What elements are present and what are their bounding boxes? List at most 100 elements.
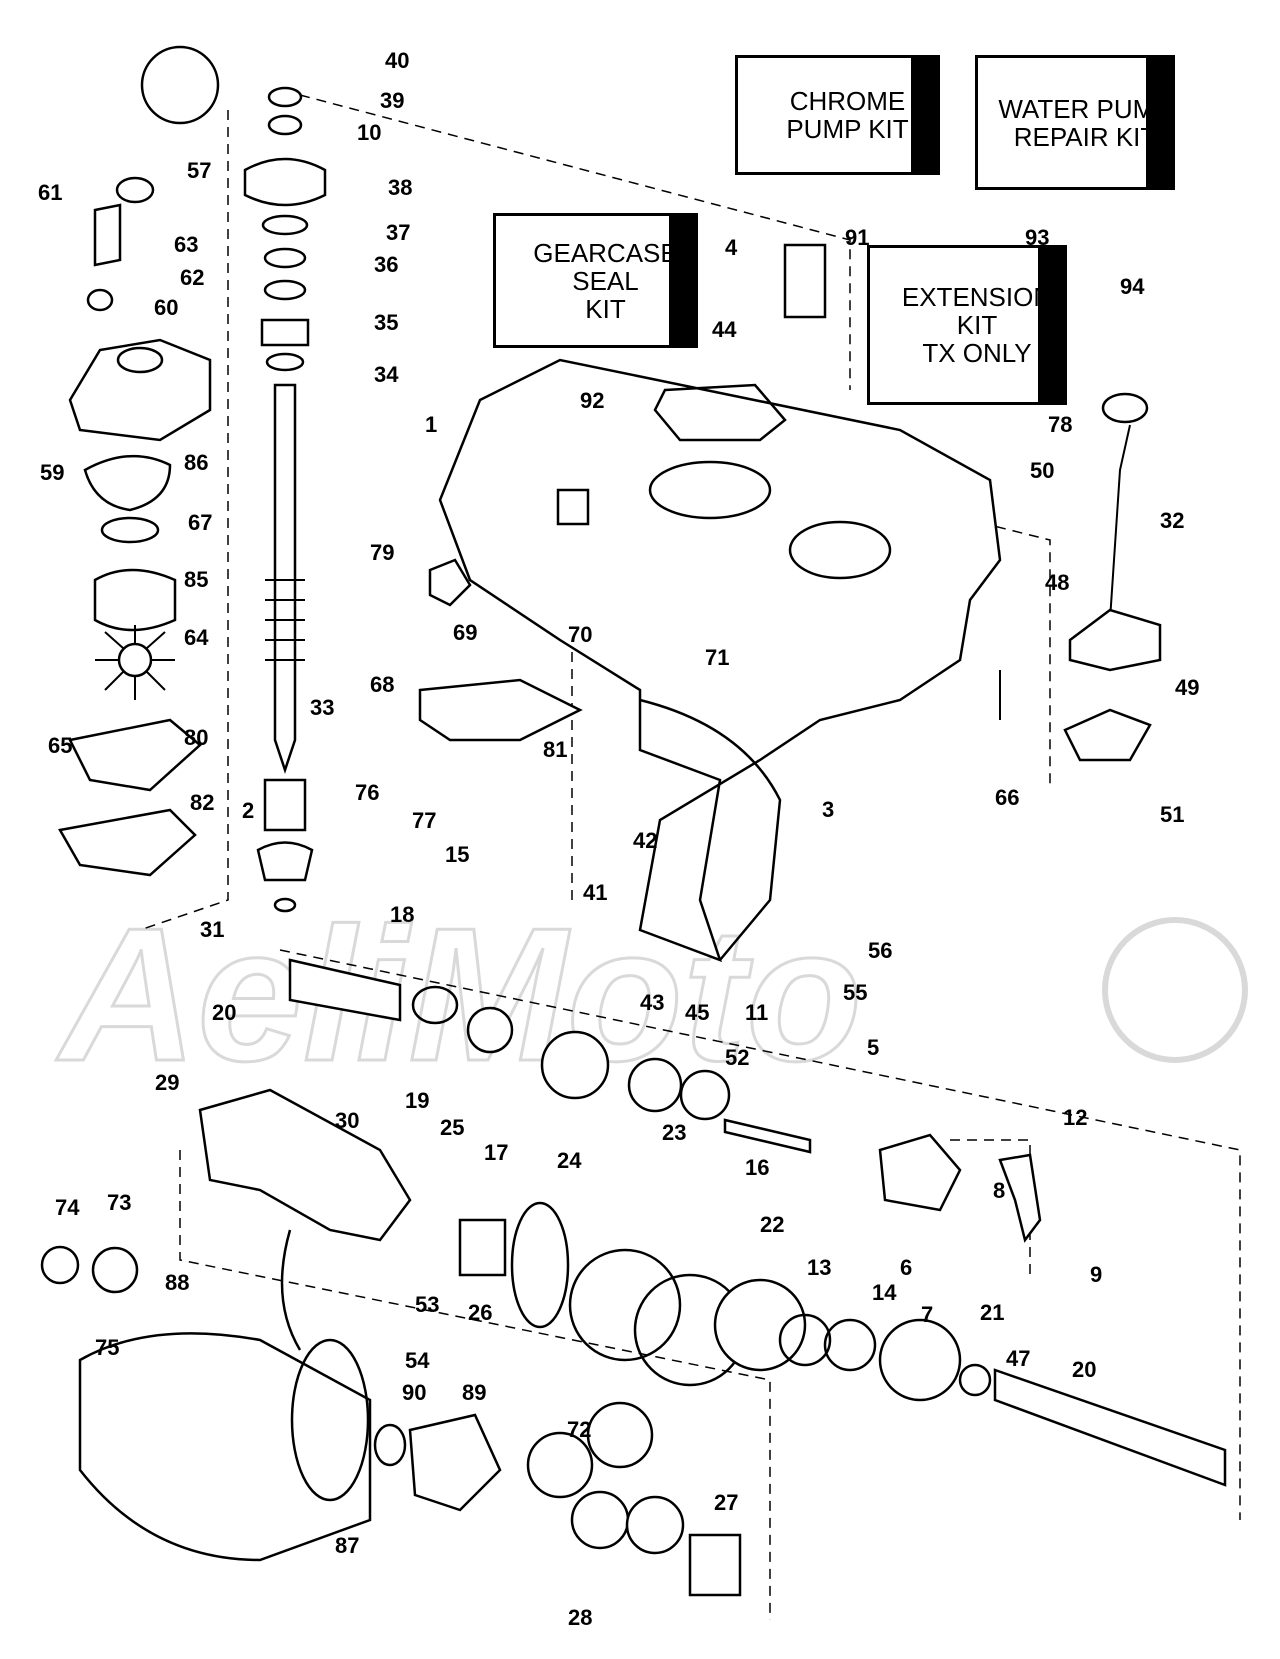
part-label-53: 53: [415, 1292, 439, 1317]
part-label-71: 71: [705, 645, 729, 670]
washer-43: [627, 1057, 683, 1113]
part-label-64: 64: [184, 625, 209, 650]
dashed-guide: [279, 949, 1241, 1520]
seal-detail-circle: [586, 1401, 654, 1469]
part-label-8: 8: [993, 1178, 1005, 1203]
gearcase-housing: [438, 358, 1002, 963]
part-label-38: 38: [388, 175, 412, 200]
part-label-45: 45: [685, 1000, 709, 1025]
part-label-32: 32: [1160, 508, 1184, 533]
bearing-27: [688, 1533, 742, 1597]
part-label-34: 34: [374, 362, 399, 387]
part-79: [428, 558, 472, 607]
chrome-pump-kit-label: CHROME PUMP KIT: [786, 86, 909, 144]
kit-number-92: 92: [580, 388, 604, 413]
part-label-87: 87: [335, 1533, 359, 1558]
water-pump-housing: [68, 338, 212, 442]
driveshaft-stack: [243, 86, 327, 913]
retainer-plate-22: [713, 1278, 807, 1372]
gear-21: [878, 1318, 962, 1402]
part-label-74: 74: [55, 1195, 80, 1220]
kit-number-91: 91: [845, 225, 869, 250]
part-label-40: 40: [385, 48, 409, 73]
part-label-73: 73: [107, 1190, 131, 1215]
part-label-26: 26: [468, 1300, 492, 1325]
part-label-3: 3: [822, 797, 834, 822]
part-label-90: 90: [402, 1380, 426, 1405]
part-label-77: 77: [412, 808, 436, 833]
part-label-65: 65: [48, 733, 72, 758]
gearcase-seal-kit-box: GEARCASE SEAL KIT: [493, 213, 698, 348]
part-4: [783, 243, 827, 319]
part-label-60: 60: [154, 295, 178, 320]
propeller-shaft-20: [993, 1368, 1227, 1487]
gearcase-seal-kit-label: GEARCASE SEAL KIT: [533, 237, 678, 324]
part-label-50: 50: [1030, 458, 1054, 483]
part-label-80: 80: [184, 725, 208, 750]
part-label-69: 69: [453, 620, 477, 645]
part-label-4: 4: [725, 235, 738, 260]
extension-kit-box: EXTENSION KIT TX ONLY: [867, 245, 1067, 405]
extension-kit-label: EXTENSION KIT TX ONLY: [901, 282, 1053, 368]
part-label-43: 43: [640, 990, 664, 1015]
part-label-33: 33: [310, 695, 334, 720]
part-label-70: 70: [568, 622, 592, 647]
shaft-16: [723, 1118, 812, 1154]
part-label-81: 81: [543, 737, 567, 762]
part-label-54: 54: [405, 1348, 430, 1373]
part-label-21: 21: [980, 1300, 1004, 1325]
part-label-23: 23: [662, 1120, 686, 1145]
part-label-2: 2: [242, 798, 254, 823]
dashed-guide: [299, 94, 851, 390]
water-pump-repair-kit-box: WATER PUMP REPAIR KIT: [975, 55, 1175, 190]
gasket-44: [653, 383, 787, 442]
part-label-30: 30: [335, 1108, 359, 1133]
part-label-67: 67: [188, 510, 212, 535]
dashed-guide: [139, 110, 229, 931]
part-label-14: 14: [872, 1280, 897, 1305]
nut-74: [40, 1245, 80, 1285]
part-label-79: 79: [370, 540, 394, 565]
seal-72: [526, 1431, 594, 1499]
part-label-82: 82: [190, 790, 214, 815]
part-label-1: 1: [425, 412, 437, 437]
part-label-12: 12: [1063, 1105, 1087, 1130]
part-label-75: 75: [95, 1335, 119, 1360]
part-label-51: 51: [1160, 802, 1184, 827]
part-label-13: 13: [807, 1255, 831, 1280]
watermark-wheel: [1102, 917, 1248, 1063]
part-label-6: 6: [900, 1255, 912, 1280]
seal-28b: [625, 1495, 685, 1555]
part-label-57: 57: [187, 158, 211, 183]
part-label-62: 62: [180, 265, 204, 290]
part-label-11: 11: [745, 1000, 768, 1025]
part-label-25: 25: [440, 1115, 464, 1140]
part-label-76: 76: [355, 780, 379, 805]
watermark-text: AeliMoto: [56, 889, 862, 1101]
plate-67: [100, 516, 160, 544]
water-pump-repair-kit-label: WATER PUMP REPAIR KIT: [998, 93, 1172, 152]
water-tube: [93, 203, 122, 267]
spacer-90: [373, 1423, 407, 1467]
part-label-55: 55: [843, 980, 867, 1005]
bearing-14: [823, 1318, 877, 1372]
kit-number-94: 94: [1120, 274, 1145, 299]
seal-28a: [570, 1490, 630, 1550]
part-label-15: 15: [445, 842, 469, 867]
chrome-pump-kit-box: CHROME PUMP KIT: [735, 55, 940, 175]
washer-13: [778, 1313, 832, 1367]
part-label-28: 28: [568, 1605, 592, 1630]
part-label-31: 31: [200, 917, 224, 942]
pinion-shaft: [288, 958, 402, 1022]
dashed-guide: [179, 1150, 771, 1620]
part-label-20: 20: [212, 1000, 236, 1025]
part-label-72: 72: [567, 1417, 591, 1442]
clutch-17: [466, 1006, 514, 1054]
impeller: [95, 625, 175, 700]
part-label-19: 19: [405, 1088, 429, 1113]
seal-detail-circle-top: [140, 45, 220, 125]
part-label-20b: 20: [1072, 1357, 1096, 1382]
part-label-48: 48: [1045, 570, 1069, 595]
